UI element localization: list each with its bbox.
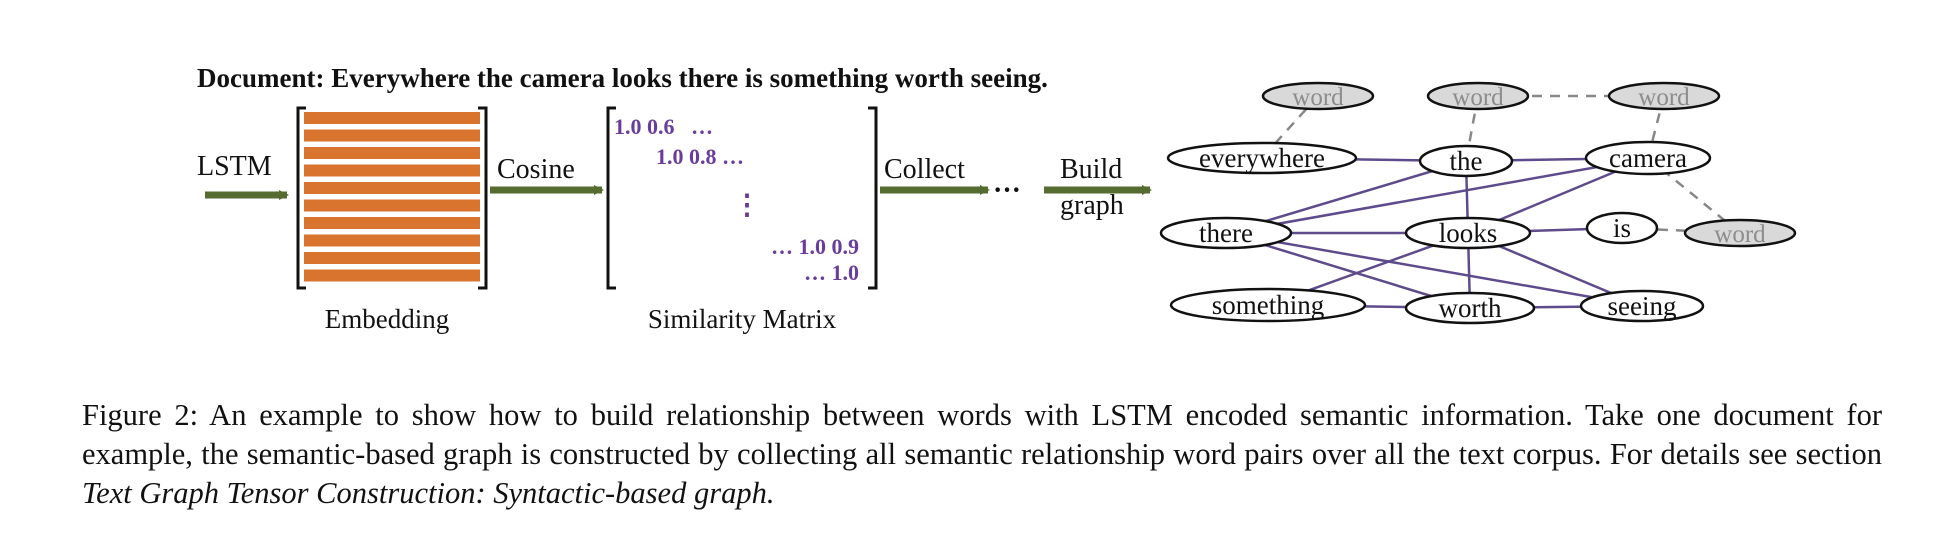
build-label-line1: Build: [1060, 154, 1122, 185]
lstm-label: LSTM: [197, 151, 272, 182]
embedding-bar: [304, 269, 480, 282]
embedding-bar: [304, 129, 480, 142]
caption-italic: Text Graph Tensor Construction: Syntacti…: [82, 476, 775, 510]
graph-node-everywhere: everywhere: [1166, 141, 1358, 175]
embedding-bar: [304, 217, 480, 229]
graph-node-there: there: [1159, 216, 1293, 250]
graph-node-something: something: [1169, 287, 1367, 323]
graph-node-shape: [1585, 211, 1659, 245]
embedding-right-bracket: [478, 106, 488, 290]
graph-node-is: is: [1585, 211, 1659, 245]
figure-caption: Figure 2: An example to show how to buil…: [82, 396, 1882, 513]
graph-node-label: worth: [1439, 293, 1502, 323]
embedding-bar: [304, 252, 480, 264]
graph-node-label: there: [1199, 218, 1253, 248]
graph-node-word3: word: [1607, 81, 1721, 111]
collect-ellipsis: ···: [993, 175, 1021, 206]
graph-node-label: word: [1452, 84, 1504, 111]
graph-node-shape: [1169, 287, 1367, 323]
graph-node-shape: [1426, 81, 1530, 111]
graph-node-shape: [1683, 218, 1797, 248]
graph-node-label: word: [1638, 84, 1690, 111]
graph-node-label: word: [1292, 84, 1344, 111]
graph-node-looks: looks: [1404, 216, 1532, 250]
graph-node-shape: [1159, 216, 1293, 250]
matrix-row-4: … 1.0: [804, 260, 859, 285]
graph-node-the: the: [1418, 144, 1514, 178]
graph-node-worth: worth: [1404, 291, 1536, 325]
graph-node-label: something: [1212, 290, 1325, 320]
matrix-vdots: ⋮: [733, 190, 761, 221]
embedding-bar: [304, 112, 480, 124]
graph-edge-there-seeing: [1225, 231, 1643, 308]
graph-node-word2: word: [1426, 81, 1530, 111]
graph-node-label: camera: [1609, 143, 1687, 173]
document-label: Document: Everywhere the camera looks th…: [197, 63, 1048, 93]
graph-node-shape: [1404, 291, 1536, 325]
graph-edges: [1225, 94, 1741, 310]
cosine-label: Cosine: [497, 154, 575, 185]
graph-node-shape: [1418, 144, 1514, 178]
embedding-bar: [304, 147, 480, 159]
embedding-left-bracket: [296, 106, 306, 290]
graph-edge-word1-everywhere: [1261, 95, 1319, 159]
graph-node-shape: [1607, 81, 1721, 111]
graph-node-shape: [1404, 216, 1532, 250]
graph-edge-camera-there: [1225, 156, 1649, 235]
matrix-right-bracket: [868, 106, 878, 290]
graph-node-camera: camera: [1584, 140, 1712, 176]
graph-node-label: word: [1714, 221, 1766, 248]
similarity-matrix: 1.0 0.6 … 1.0 0.8 … ⋮ … 1.0 0.9 … 1.0: [606, 106, 878, 290]
graph-node-seeing: seeing: [1579, 289, 1705, 323]
graph-node-label: looks: [1439, 218, 1498, 248]
matrix-row-1: 1.0 0.6 …: [614, 114, 713, 139]
embedding-bar: [304, 182, 480, 194]
graph-node-shape: [1579, 289, 1705, 323]
graph-node-label: the: [1450, 146, 1483, 176]
collect-label: Collect: [884, 154, 965, 185]
embedding-bar: [304, 199, 480, 212]
matrix-row-3: … 1.0 0.9: [771, 234, 859, 259]
embedding-label: Embedding: [325, 304, 449, 334]
graph-node-label: seeing: [1608, 291, 1677, 321]
embedding-bar: [304, 234, 480, 247]
similarity-label: Similarity Matrix: [648, 304, 837, 334]
embedding-matrix: [296, 106, 488, 290]
graph-node-shape: [1261, 81, 1375, 111]
caption-text: Figure 2: An example to show how to buil…: [82, 398, 1882, 471]
build-label-line2: graph: [1060, 190, 1124, 221]
graph-node-word1: word: [1261, 81, 1375, 111]
matrix-left-bracket: [606, 106, 616, 290]
graph-node-label: everywhere: [1199, 143, 1325, 173]
embedding-bar: [304, 164, 480, 177]
graph-node-word4: word: [1683, 218, 1797, 248]
graph-node-shape: [1584, 140, 1712, 176]
matrix-row-2: 1.0 0.8 …: [656, 144, 744, 169]
graph-node-label: is: [1613, 213, 1631, 243]
graph-nodes: word word word everywhere the camera there look…: [1159, 81, 1797, 325]
word-graph: word word word everywhere the camera there look…: [1159, 81, 1797, 325]
graph-node-shape: [1166, 141, 1358, 175]
